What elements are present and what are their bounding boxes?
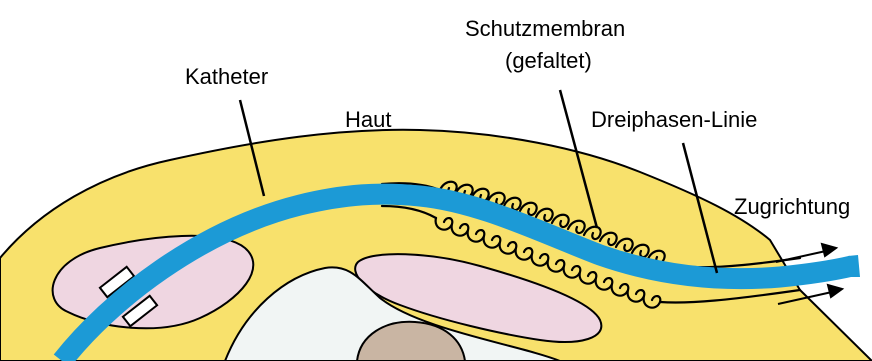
label-katheter: Katheter	[185, 64, 268, 89]
label-schutzmembran: Schutzmembran	[465, 16, 625, 41]
label-zugrichtung: Zugrichtung	[734, 194, 850, 219]
label-haut: Haut	[345, 107, 391, 132]
label-schutzmembran-sub: (gefaltet)	[505, 48, 592, 73]
catheter-tip	[848, 255, 860, 277]
label-dreiphasen-linie: Dreiphasen-Linie	[591, 107, 757, 132]
